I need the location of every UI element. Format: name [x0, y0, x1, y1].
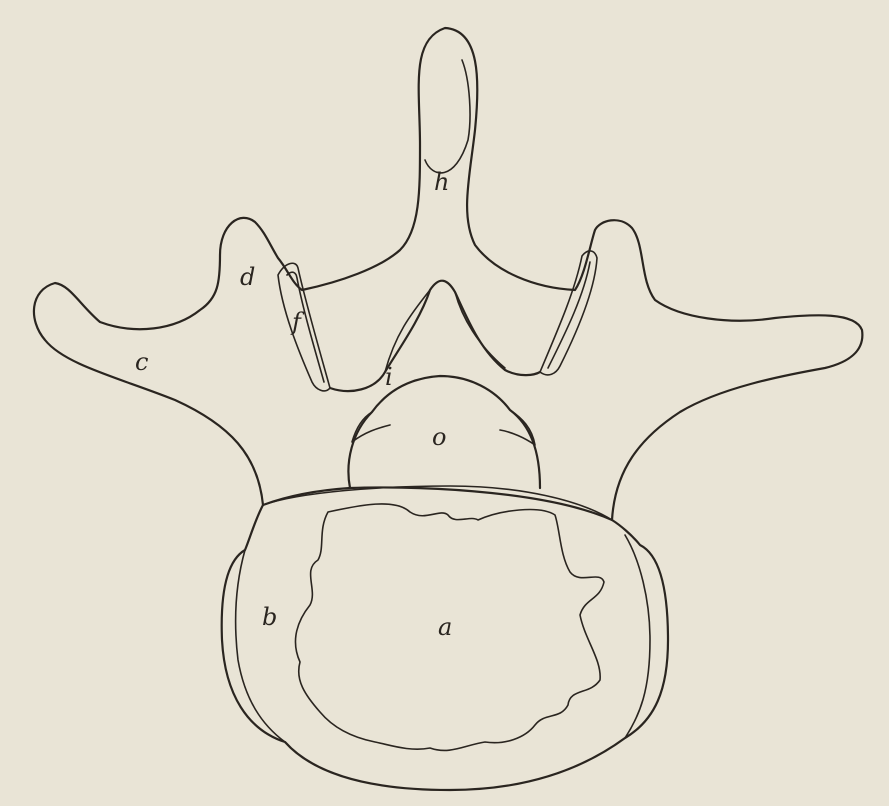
label-a: a: [438, 613, 452, 641]
label-b: b: [262, 603, 277, 631]
label-i: i: [385, 363, 393, 391]
lamina-lower-edge: [330, 281, 540, 391]
lamina-ridge-right: [455, 292, 505, 368]
label-c: c: [135, 348, 148, 376]
label-o: o: [432, 423, 446, 451]
vertebral-body-inner-rim-right: [625, 535, 650, 738]
right-articular-facet-inner: [548, 262, 590, 368]
left-articular-facet: [278, 263, 330, 391]
vertebra-outline: [34, 28, 862, 520]
label-f: f: [290, 308, 305, 336]
structure-o-right-edge: [500, 410, 535, 445]
label-h: h: [434, 168, 449, 196]
structure-o-left-edge: [352, 412, 390, 442]
label-d: d: [240, 263, 255, 291]
spinous-process-tip: [425, 60, 470, 173]
vertebral-body-inner-rim: [236, 550, 285, 742]
